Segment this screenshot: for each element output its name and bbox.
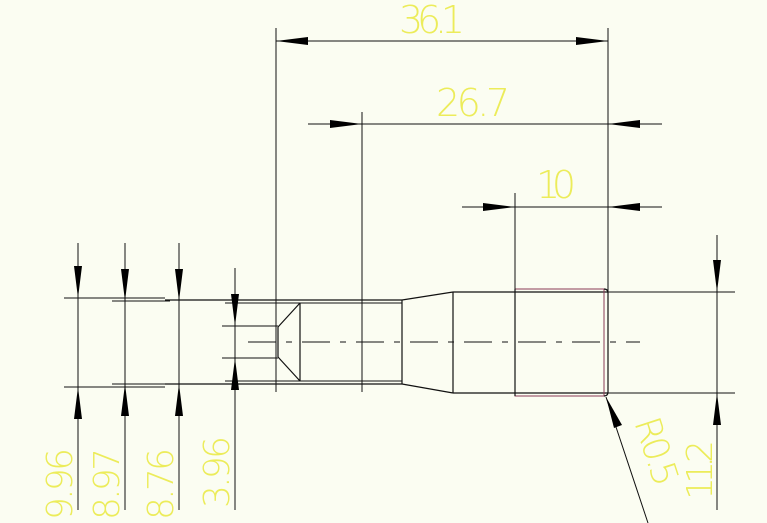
radius-leader: R0.5 [605, 396, 686, 523]
dim-label-3-96: 3.96 [197, 436, 238, 508]
dimension-9-96: 9.96 [40, 243, 82, 520]
dimension-8-76: 8.76 [141, 243, 183, 520]
radius-label: R0.5 [625, 412, 686, 491]
dim-label-8-76: 8.76 [141, 448, 182, 520]
dimension-10: 10 [462, 163, 662, 289]
dim-label-9-96: 9.96 [40, 448, 81, 520]
dimension-26-7: 26.7 [308, 81, 662, 392]
dimension-11-2: 11.2 [680, 235, 721, 510]
dim-label-26-7: 26.7 [436, 81, 510, 125]
dim-label-8-97: 8.97 [87, 448, 128, 520]
dimension-36-1: 36.1 [275, 0, 609, 392]
dim-label-36-1: 36.1 [399, 0, 465, 42]
dim-label-10: 10 [536, 163, 576, 207]
dimension-8-97: 8.97 [87, 243, 129, 520]
dim-label-11-2: 11.2 [680, 440, 721, 500]
dimension-3-96: 3.96 [197, 268, 239, 510]
